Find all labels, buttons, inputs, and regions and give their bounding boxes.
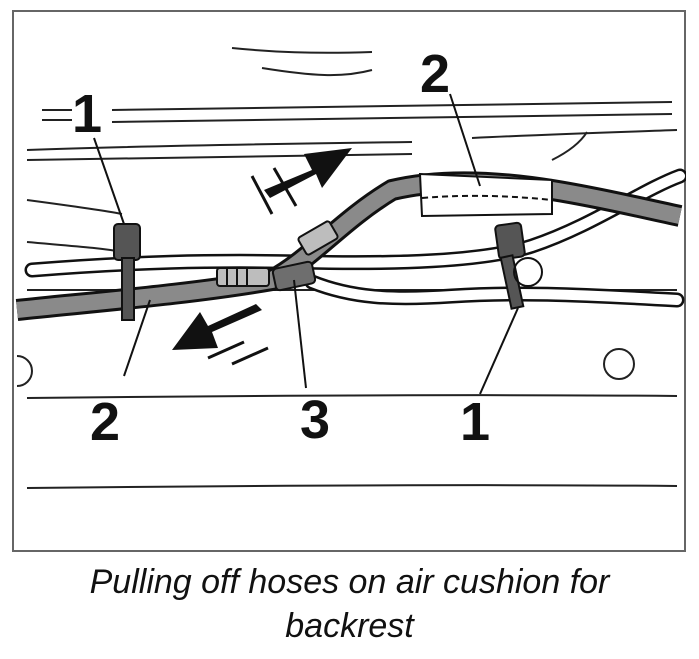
cable-tie-left (113, 223, 141, 321)
hose-connector (216, 220, 339, 292)
mounting-hole-left (16, 355, 33, 387)
hose-diagram: 1 2 2 3 1 (12, 10, 686, 552)
leader-lines (93, 93, 519, 395)
caption-line-1: Pulling off hoses on air cushion for (89, 563, 610, 601)
hose-sleeve (418, 172, 553, 218)
figure-frame (12, 10, 686, 552)
pull-arrow-up-right (250, 148, 352, 215)
figure-caption: Pulling off hoses on air cushion for bac… (0, 560, 699, 648)
callout-1-right: 1 (460, 392, 490, 452)
callout-2-top: 2 (420, 44, 450, 104)
thick-hose (15, 171, 683, 321)
caption-line-2: backrest (285, 607, 414, 645)
thin-hose (24, 168, 686, 308)
callout-1-left: 1 (72, 84, 102, 144)
callout-3: 3 (300, 390, 330, 450)
callout-2-bottom: 2 (90, 392, 120, 452)
cable-tie-right (494, 221, 543, 310)
pull-arrow-left (172, 304, 269, 366)
mounting-hole-right (603, 348, 635, 380)
technical-illustration: 1 2 2 3 1 (12, 10, 686, 552)
